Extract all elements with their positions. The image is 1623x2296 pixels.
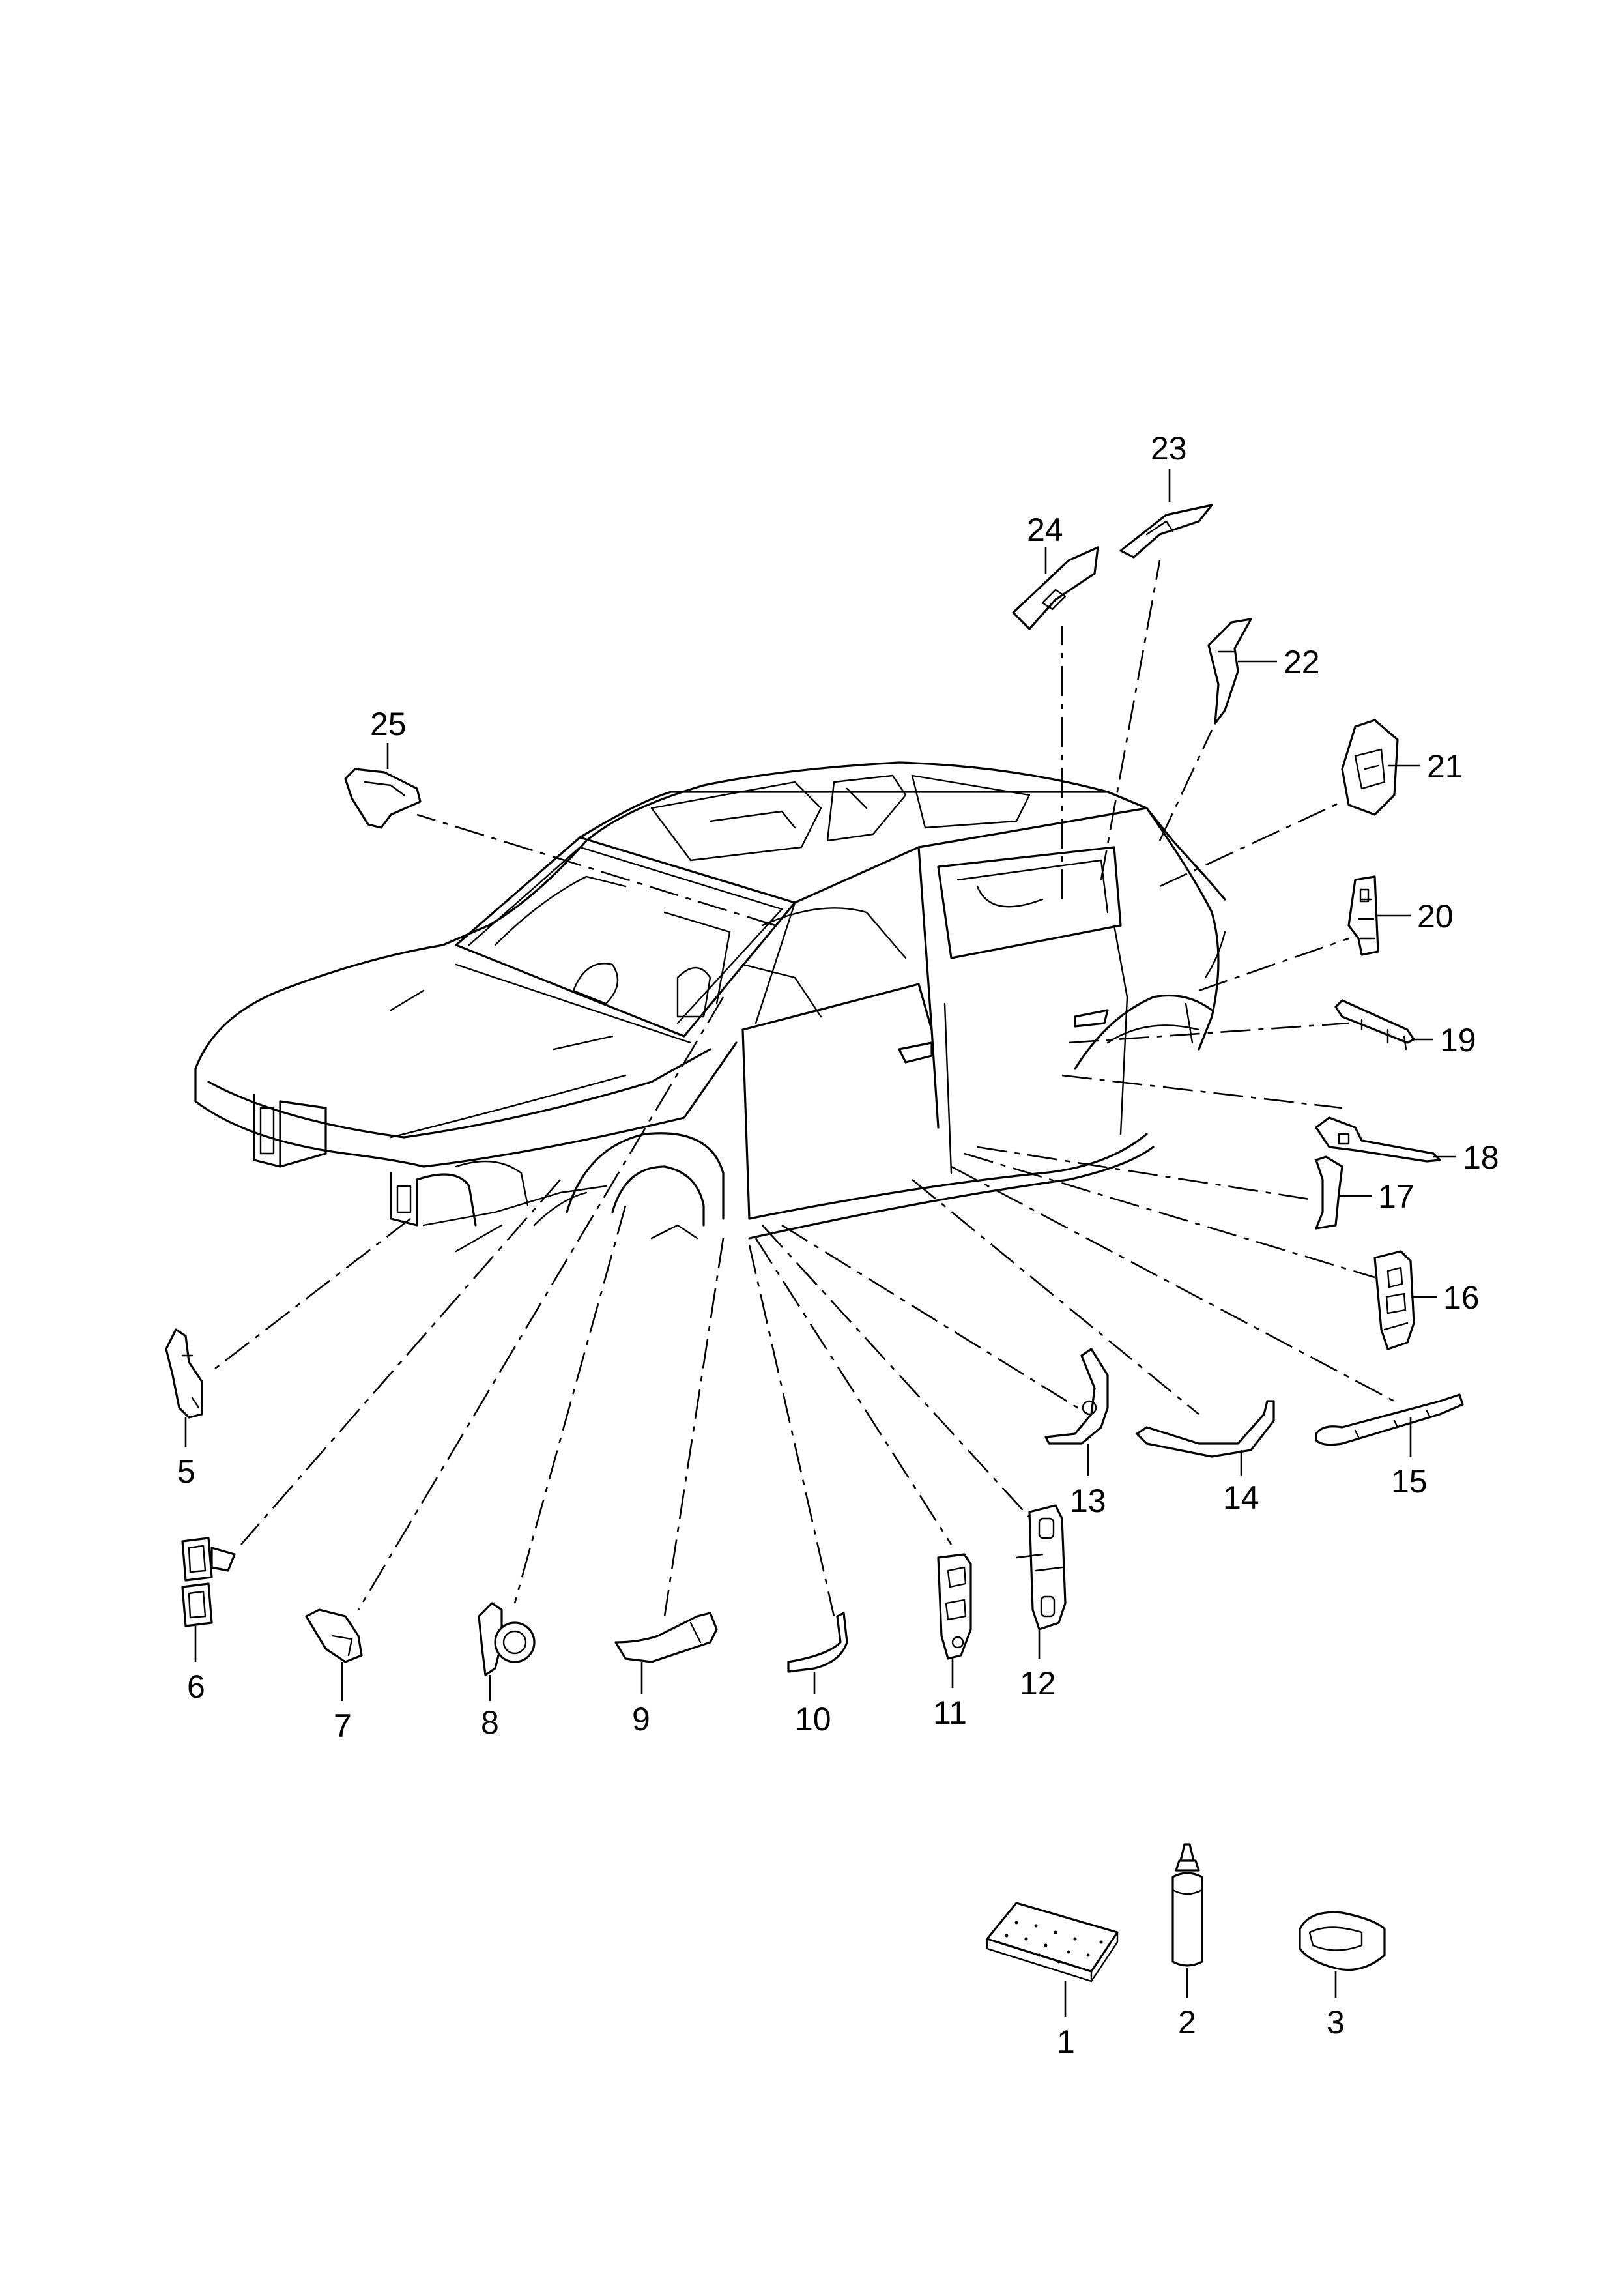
callout-11: 11 [933, 1694, 967, 1731]
part-21 [1341, 719, 1399, 816]
callout-2: 2 [1178, 2004, 1196, 2041]
part-5 [165, 1328, 203, 1419]
callout-13: 13 [1070, 1483, 1106, 1519]
callout-1: 1 [1057, 2024, 1075, 2060]
callout-18: 18 [1463, 1139, 1499, 1176]
callout-numbers: 23 24 22 21 20 19 18 17 16 15 14 13 12 1… [177, 430, 1499, 2060]
part-12 [1015, 1504, 1067, 1631]
part-20 [1347, 875, 1379, 956]
callout-22: 22 [1284, 644, 1320, 680]
callout-24: 24 [1027, 512, 1063, 548]
part-17 [1315, 1155, 1343, 1230]
callout-17: 17 [1378, 1178, 1415, 1215]
callout-19: 19 [1440, 1022, 1476, 1058]
callout-15: 15 [1391, 1463, 1428, 1500]
part-23 [1119, 504, 1213, 559]
callout-leaders [184, 469, 1456, 2017]
part-3-tape-roll [1299, 1911, 1386, 1971]
part-9 [614, 1612, 718, 1663]
part-6 [181, 1537, 236, 1627]
part-11 [937, 1553, 972, 1660]
callout-12: 12 [1020, 1665, 1056, 1702]
callout-9: 9 [632, 1701, 650, 1737]
callout-5: 5 [177, 1453, 195, 1490]
callout-7: 7 [334, 1707, 352, 1744]
callout-20: 20 [1417, 898, 1454, 935]
callout-3: 3 [1327, 2004, 1345, 2041]
callout-14: 14 [1223, 1479, 1259, 1516]
part-13 [1044, 1348, 1109, 1445]
part-7 [305, 1608, 363, 1663]
callout-16: 16 [1443, 1279, 1480, 1316]
callout-21: 21 [1427, 748, 1463, 785]
part-25 [344, 768, 422, 829]
part-2-bottle [1171, 1843, 1203, 1967]
part-14 [1136, 1400, 1275, 1458]
callout-25: 25 [370, 706, 407, 742]
callout-23: 23 [1151, 430, 1187, 467]
car-body-illustration [194, 761, 1226, 1253]
part-24 [1012, 546, 1099, 630]
callout-6: 6 [187, 1668, 205, 1705]
callout-8: 8 [481, 1704, 499, 1741]
part-22 [1207, 618, 1252, 725]
part-16 [1373, 1250, 1415, 1350]
leader-lines [214, 560, 1395, 1617]
part-15 [1315, 1393, 1464, 1446]
part-18 [1315, 1116, 1441, 1163]
part-1-pad [986, 1902, 1119, 1983]
part-8 [478, 1602, 536, 1676]
part-10 [787, 1612, 848, 1673]
part-19 [1334, 999, 1415, 1051]
callout-10: 10 [795, 1701, 831, 1737]
